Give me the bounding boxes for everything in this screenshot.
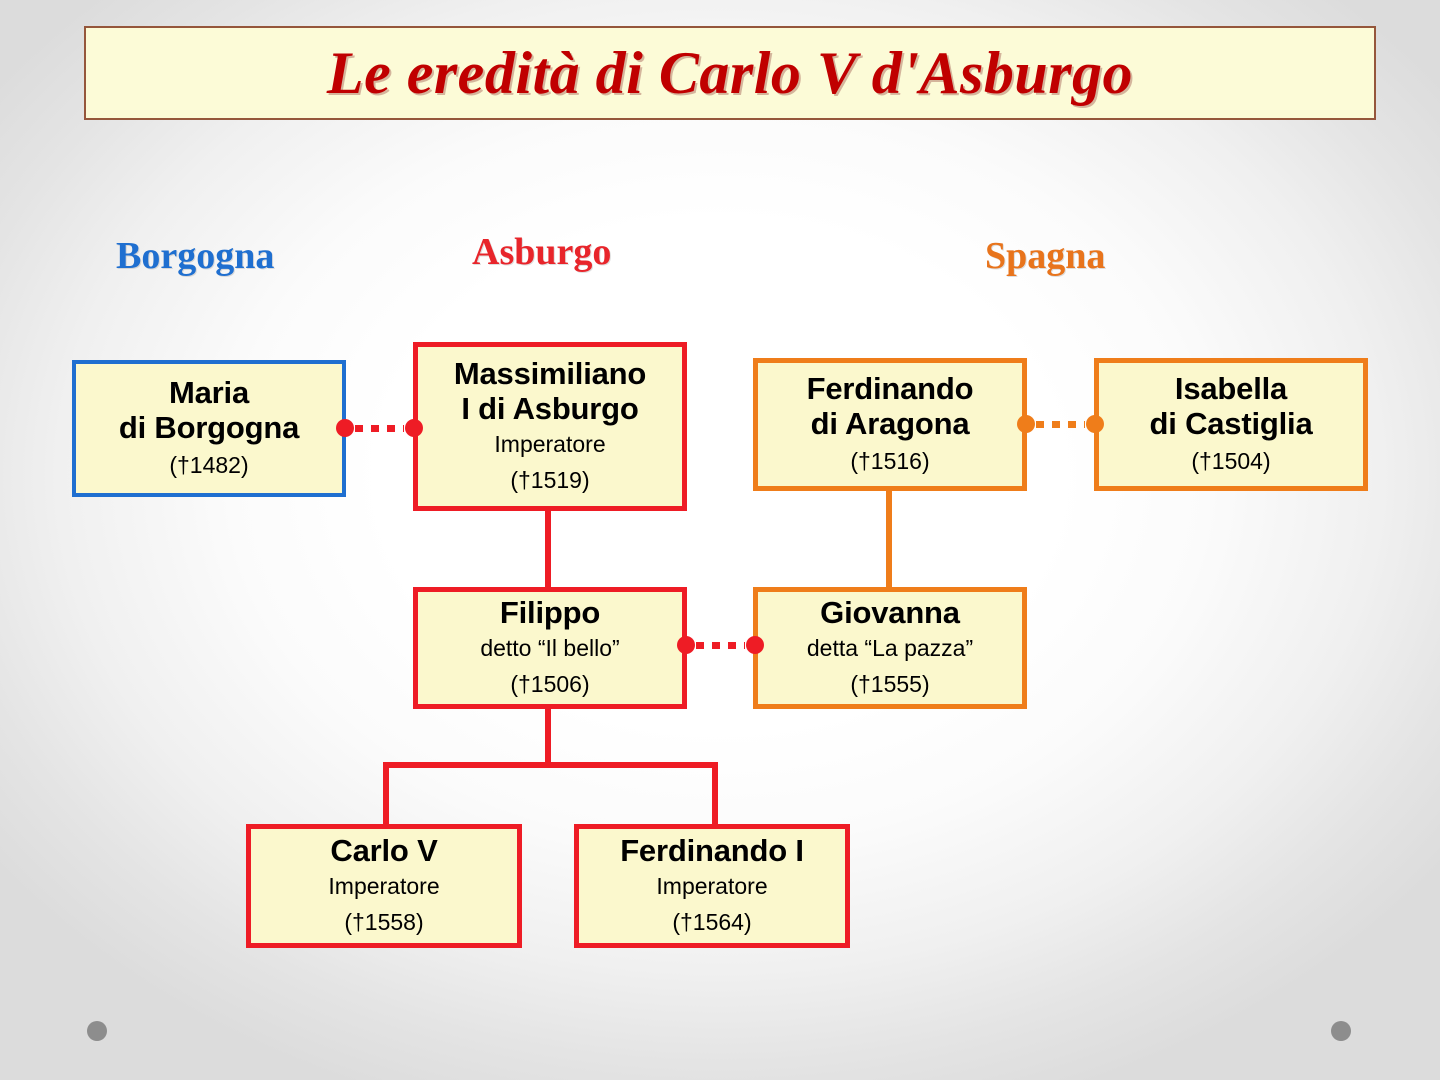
- descent-bar-filippo-children: [383, 762, 718, 768]
- person-name: Filippo: [499, 595, 601, 631]
- person-death-year: (†1516): [850, 448, 930, 475]
- marriage-link-maria-massimiliano: [336, 419, 423, 437]
- descent-stem-filippo: [545, 705, 551, 767]
- person-title: Imperatore: [494, 430, 606, 457]
- person-node-ferdinando-aragona[interactable]: Ferdinando di Aragona (†1516): [753, 358, 1027, 491]
- person-title: Imperatore: [328, 872, 440, 899]
- person-name: Giovanna: [820, 595, 960, 631]
- marriage-knob-left: [336, 419, 354, 437]
- marriage-dotted-line: [355, 424, 404, 432]
- marriage-knob-left: [1017, 415, 1035, 433]
- person-node-carlo-v[interactable]: Carlo V Imperatore (†1558): [246, 824, 522, 948]
- person-node-massimiliano[interactable]: Massimiliano I di Asburgo Imperatore (†1…: [413, 342, 687, 511]
- decorative-dot-right: [1331, 1021, 1351, 1041]
- column-header-borgogna: Borgogna: [116, 235, 275, 277]
- column-header-asburgo: Asburgo: [472, 231, 612, 273]
- marriage-knob-right: [405, 419, 423, 437]
- person-name-line2: di Castiglia: [1149, 405, 1313, 441]
- person-title: Imperatore: [656, 872, 768, 899]
- marriage-dotted-line: [1036, 420, 1085, 428]
- column-header-spagna: Spagna: [985, 235, 1106, 277]
- page-title: Le eredità di Carlo V d'Asburgo: [326, 39, 1134, 106]
- descent-drop-carlo-v: [383, 762, 389, 826]
- marriage-dotted-line: [696, 641, 745, 649]
- descent-drop-ferdinando-i: [712, 762, 718, 826]
- person-death-year: (†1564): [672, 908, 752, 935]
- marriage-knob-right: [1086, 415, 1104, 433]
- person-epithet: detto “Il bello”: [480, 634, 620, 661]
- person-death-year: (†1482): [169, 452, 249, 479]
- person-death-year: (†1504): [1191, 448, 1271, 475]
- person-name: Ferdinando I: [620, 833, 804, 869]
- marriage-knob-left: [677, 636, 695, 654]
- person-death-year: (†1506): [510, 670, 590, 697]
- descent-line-ferdinando-giovanna: [886, 489, 892, 590]
- person-name-line2: di Aragona: [810, 405, 970, 441]
- title-box: Le eredità di Carlo V d'Asburgo: [84, 26, 1376, 120]
- marriage-link-ferdinando-isabella: [1017, 415, 1104, 433]
- person-death-year: (†1558): [344, 908, 424, 935]
- person-death-year: (†1555): [850, 670, 930, 697]
- decorative-dot-left: [87, 1021, 107, 1041]
- descent-line-massimiliano-filippo: [545, 506, 551, 592]
- marriage-link-filippo-giovanna: [677, 636, 764, 654]
- person-name-line2: di Borgogna: [118, 409, 300, 445]
- person-name-line2: I di Asburgo: [461, 391, 639, 427]
- person-node-filippo[interactable]: Filippo detto “Il bello” (†1506): [413, 587, 687, 709]
- person-name: Ferdinando: [806, 370, 974, 406]
- person-epithet: detta “La pazza”: [806, 634, 974, 661]
- person-name: Massimiliano: [453, 356, 647, 392]
- marriage-knob-right: [746, 636, 764, 654]
- person-name: Carlo V: [330, 833, 438, 869]
- person-name: Maria: [169, 374, 249, 410]
- person-node-maria[interactable]: Maria di Borgogna (†1482): [72, 360, 346, 497]
- person-node-isabella[interactable]: Isabella di Castiglia (†1504): [1094, 358, 1368, 491]
- person-death-year: (†1519): [510, 466, 590, 493]
- person-node-giovanna[interactable]: Giovanna detta “La pazza” (†1555): [753, 587, 1027, 709]
- person-name: Isabella: [1174, 370, 1288, 406]
- person-node-ferdinando-i[interactable]: Ferdinando I Imperatore (†1564): [574, 824, 850, 948]
